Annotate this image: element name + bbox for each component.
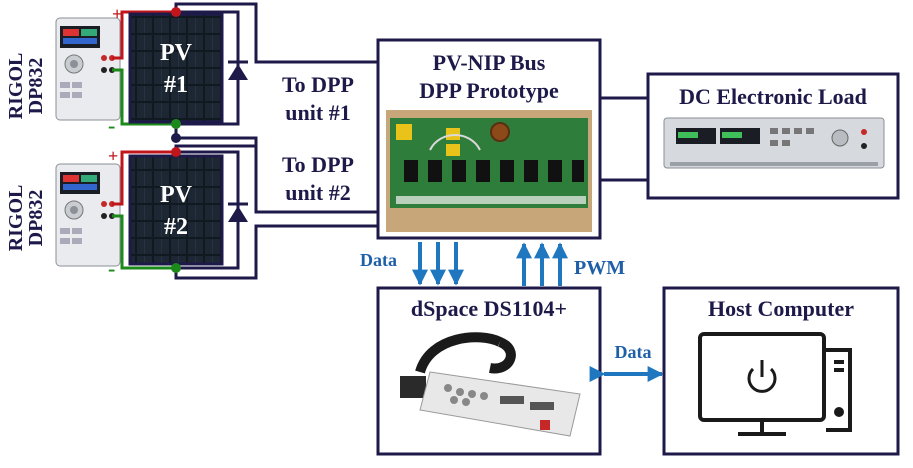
load-wiring <box>600 96 650 182</box>
power-supply-1-image <box>55 17 121 121</box>
dpp-link-2-line2: unit #2 <box>285 180 350 205</box>
data-signal-label: Data <box>360 250 397 270</box>
power-icon <box>747 360 777 393</box>
rigol-source-1: RIGOL DP832 + - <box>5 4 122 138</box>
pv-panel-1-label-line1: PV <box>160 40 193 66</box>
source-1-label-line2: DP832 <box>25 58 47 115</box>
prototype-title-line1: PV-NIP Bus <box>433 50 546 75</box>
dpp-board-photo <box>386 110 592 232</box>
pv-panel-1-label-line2: #1 <box>164 72 188 98</box>
pv-panel-2: PV #2 <box>128 154 224 266</box>
pv-panel-2-label-line2: #2 <box>164 214 188 240</box>
source-1-minus-sign: - <box>108 113 115 138</box>
data-bus-arrows <box>412 242 464 286</box>
prototype-title-line2: DPP Prototype <box>419 78 559 103</box>
dpp-prototype-box: PV-NIP Bus DPP Prototype <box>376 38 602 240</box>
source-1-label-line1: RIGOL <box>5 53 27 120</box>
source-2-minus-sign: - <box>108 256 115 281</box>
source-1-plus-sign: + <box>112 4 122 24</box>
controller-title: dSpace DS1104+ <box>411 296 567 321</box>
host-computer-box: Host Computer <box>662 286 900 456</box>
load-title: DC Electronic Load <box>679 84 867 109</box>
source-2-plus-sign: + <box>108 146 118 166</box>
dspace-board-image <box>400 332 581 437</box>
desktop-computer-icon <box>698 332 852 436</box>
pwm-signal-label: PWM <box>574 257 625 279</box>
dspace-controller-box: dSpace DS1104+ <box>376 286 602 456</box>
dpp-link-1-line2: unit #1 <box>285 100 350 125</box>
electronic-load-image <box>663 117 885 169</box>
pv-panel-2-label-line1: PV <box>160 182 193 208</box>
pv-panel-1: PV #1 <box>128 12 224 124</box>
dpp-link-2-line1: To DPP <box>282 152 354 177</box>
wire-junctions <box>171 7 181 273</box>
rigol-source-2: RIGOL DP832 + - <box>5 146 121 281</box>
bypass-diode-1-icon <box>228 60 248 80</box>
source-wiring <box>112 10 176 270</box>
host-data-label: Data <box>615 342 652 362</box>
source-2-label-line2: DP832 <box>25 190 47 247</box>
dpp-link-1-line1: To DPP <box>282 72 354 97</box>
host-title: Host Computer <box>708 296 854 321</box>
pwm-bus-arrows <box>516 242 568 286</box>
bypass-diode-2-icon <box>228 202 248 222</box>
dc-electronic-load-box: DC Electronic Load <box>646 72 900 200</box>
source-2-label-line1: RIGOL <box>5 185 27 252</box>
power-supply-2-image <box>55 163 121 267</box>
